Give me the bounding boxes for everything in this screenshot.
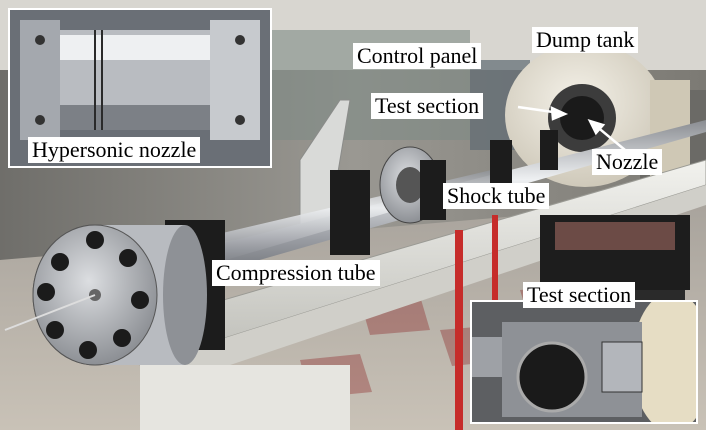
label-compression-tube: Compression tube [212,260,380,286]
label-control-panel: Control panel [353,43,482,69]
label-test-section-main: Test section [371,93,484,119]
label-nozzle: Nozzle [592,149,663,175]
test-section-inset [470,300,698,424]
label-shock-tube: Shock tube [443,183,550,209]
label-test-section-inset: Test section [523,282,636,308]
label-hypersonic-nozzle: Hypersonic nozzle [28,137,201,163]
label-dump-tank: Dump tank [532,27,639,53]
